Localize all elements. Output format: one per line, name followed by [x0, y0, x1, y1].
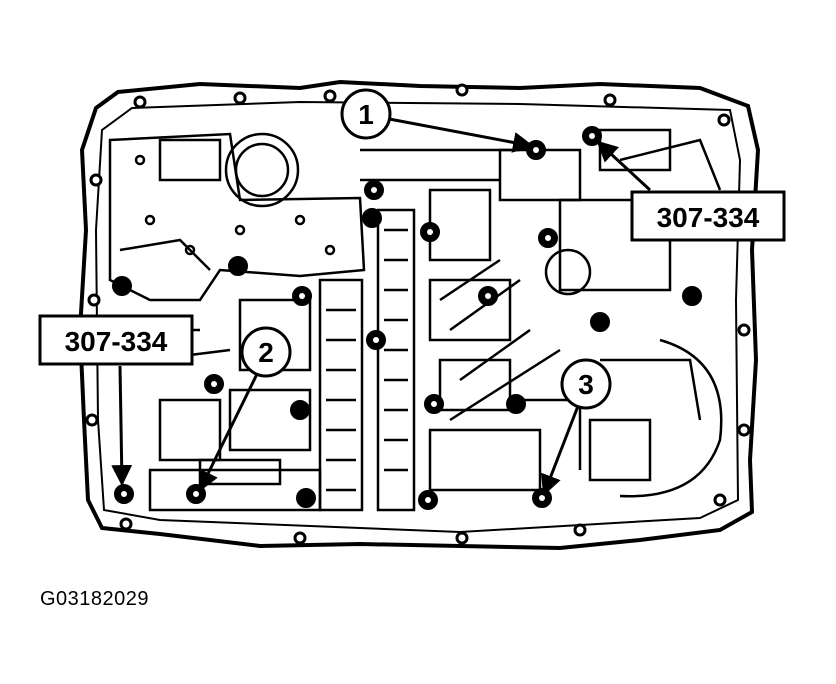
valve-body-inner-edge [94, 100, 742, 534]
figure-code: G03182029 [40, 588, 150, 610]
separator-plate [108, 132, 366, 302]
callout-3-label: 3 [578, 369, 594, 400]
valve-body-bolts [112, 126, 702, 510]
callout-2-label: 2 [258, 337, 274, 368]
tool-callout-right: 307-334 [596, 140, 786, 242]
callout-1-label: 1 [358, 99, 374, 130]
callout-2: 2 [198, 326, 292, 492]
tool-callout-right-label: 307-334 [657, 202, 760, 233]
valve-body-outline [77, 79, 761, 551]
callout-3: 3 [541, 358, 612, 496]
callout-1: 1 [340, 88, 535, 153]
tool-callout-left: 307-334 [38, 314, 194, 487]
tool-callout-left-label: 307-334 [65, 326, 168, 357]
bolt-centers [121, 133, 595, 503]
